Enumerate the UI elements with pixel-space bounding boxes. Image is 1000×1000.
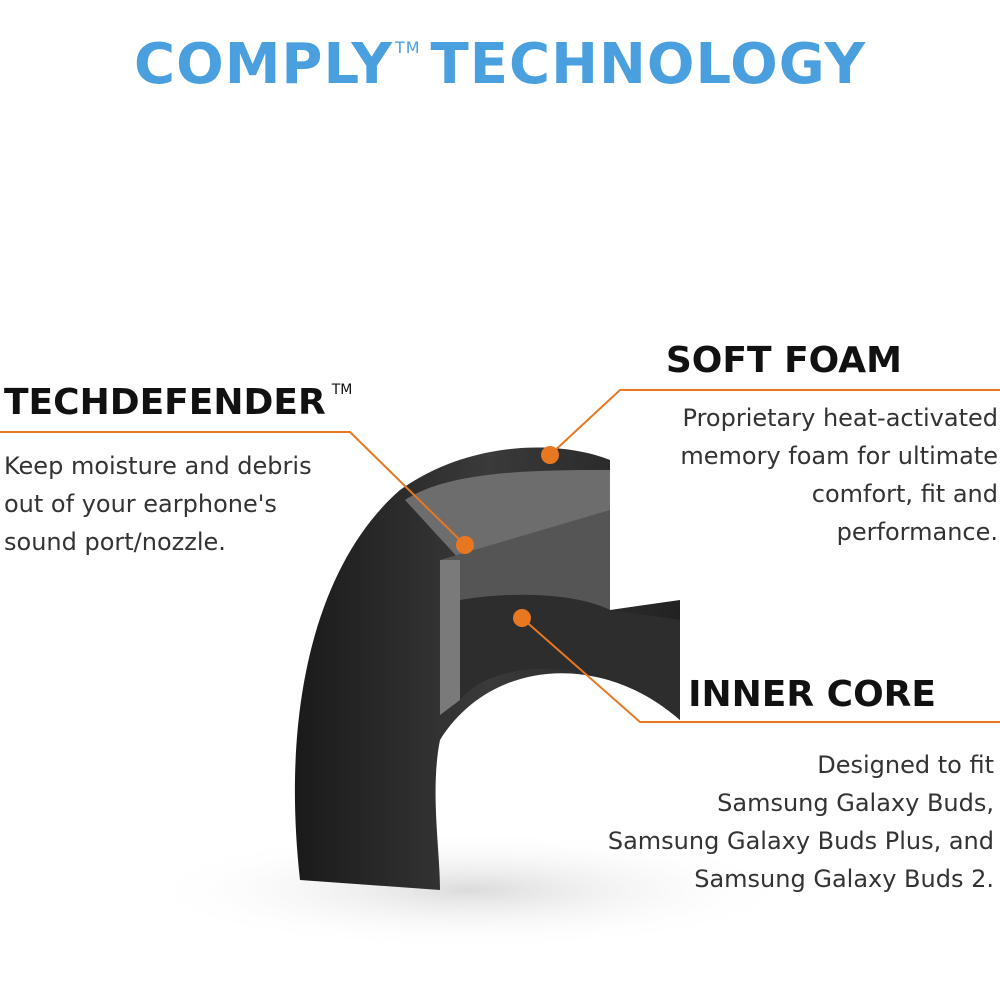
title-rest: TECHNOLOGY: [430, 32, 867, 97]
soft-foam-marker: [541, 446, 559, 464]
inner-core-heading: INNER CORE: [688, 674, 936, 715]
inner-core-cavity: [460, 594, 680, 720]
soft-foam-heading: SOFT FOAM: [665, 340, 902, 381]
callout-lines: [0, 389, 1000, 723]
inner-core-marker: [513, 609, 531, 627]
techdefender-marker: [456, 536, 474, 554]
title-brand: COMPLY: [133, 32, 393, 97]
core-inner: [440, 560, 460, 715]
trademark: TM: [394, 38, 421, 57]
core-wall: [440, 510, 610, 610]
